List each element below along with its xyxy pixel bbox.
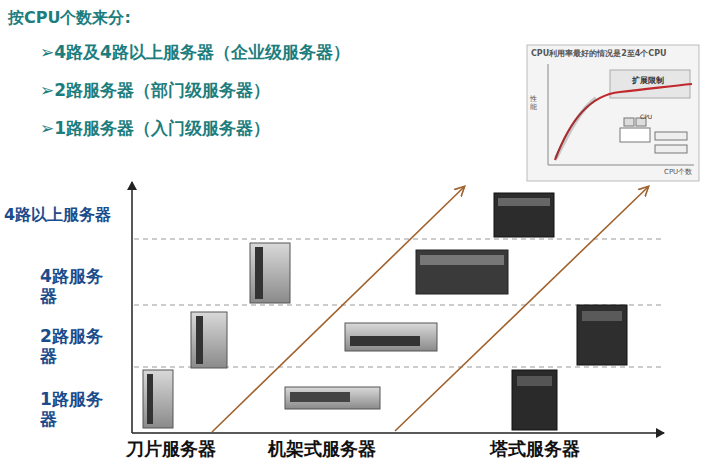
axis-level-label: 1路服务器 (40, 389, 112, 430)
inset-title: CPU利用率最好的情况是2至4个CPU (531, 49, 667, 59)
level-lines (134, 239, 662, 367)
inset-axis-label: CPU个数 (664, 168, 692, 176)
inset-axis-label: 性能 (530, 96, 538, 111)
axis-category-label: 机架式服务器 (268, 438, 376, 460)
bullet-item: ➢4路及4路以上服务器（企业级服务器） (40, 42, 350, 62)
server-pictures (143, 193, 627, 430)
trend-arrow (395, 187, 648, 431)
heading: 按CPU个数来分: (8, 8, 131, 27)
y-axis (131, 182, 133, 433)
x-axis (132, 432, 664, 434)
axis-category-label: 塔式服务器 (490, 438, 580, 460)
bullet-item: ➢1路服务器（入门级服务器） (40, 118, 270, 138)
trend-arrow (212, 187, 464, 432)
axis-level-label: 4路以上服务器 (4, 205, 111, 224)
axis-level-label: 4路服务器 (40, 266, 112, 307)
axis-level-label: 2路服务器 (40, 326, 112, 367)
inset-label: 扩展限制 (632, 76, 664, 86)
inset-chart (527, 45, 699, 181)
inset-label: CPU (640, 113, 652, 120)
bullet-item: ➢2路服务器（部门级服务器） (40, 80, 270, 100)
axis-category-label: 刀片服务器 (126, 438, 216, 460)
